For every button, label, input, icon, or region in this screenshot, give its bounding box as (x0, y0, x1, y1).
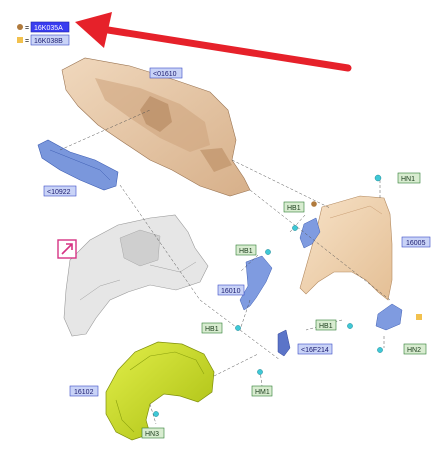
magenta-link-icon[interactable] (57, 239, 77, 259)
callout-c8[interactable]: HB1 (201, 322, 223, 334)
callout-c5[interactable]: HB1 (235, 244, 257, 256)
callout-c4[interactable]: HB1 (283, 201, 305, 213)
callout-c3[interactable]: HN1 (397, 172, 421, 184)
svg-text:<16F214: <16F214 (301, 347, 329, 354)
svg-text:HN1: HN1 (401, 176, 415, 183)
legend-code-2: 16K038B (34, 38, 63, 45)
svg-text:16102: 16102 (74, 389, 94, 396)
svg-text:HM1: HM1 (255, 389, 270, 396)
wheel-liner-part[interactable] (105, 341, 215, 441)
svg-text:HB1: HB1 (319, 323, 333, 330)
nut-icon (311, 201, 317, 207)
red-arrow-icon (75, 12, 352, 72)
callout-c13[interactable]: HM1 (251, 385, 273, 397)
svg-text:16005: 16005 (406, 240, 426, 247)
svg-text:16010: 16010 (221, 288, 241, 295)
fender-bracket-lower-right[interactable] (375, 303, 403, 331)
square-marker-icon (17, 37, 23, 43)
svg-text:HN3: HN3 (145, 431, 159, 438)
callout-c12[interactable]: 16102 (69, 385, 99, 397)
fender-bracket-middle[interactable] (239, 255, 273, 311)
shield-small-bracket[interactable] (277, 329, 291, 357)
callout-c1[interactable]: <01610 (149, 67, 183, 79)
clip-icon (153, 174, 383, 417)
callout-c9[interactable]: HB1 (315, 319, 337, 331)
svg-text:=: = (25, 38, 29, 45)
callout-c6[interactable]: 16005 (401, 236, 431, 248)
svg-text:<01610: <01610 (153, 71, 177, 78)
svg-text:=: = (25, 25, 29, 32)
legend-code-1: 16K035A (34, 25, 63, 32)
legend-code-2-box[interactable] (30, 34, 70, 46)
svg-text:HB1: HB1 (239, 248, 253, 255)
callout-c2[interactable]: <10922 (43, 185, 77, 197)
svg-text:HB1: HB1 (287, 205, 301, 212)
callout-c10[interactable]: <16F214 (297, 343, 333, 355)
legend: = 16K035A = 16K038B (17, 21, 70, 46)
svg-text:HN2: HN2 (407, 347, 421, 354)
legend-code-1-box[interactable] (30, 21, 70, 33)
nut-icon (17, 24, 23, 30)
svg-text:HB1: HB1 (205, 326, 219, 333)
cross-member-bracket[interactable] (37, 139, 119, 191)
fender-bracket-upper[interactable] (299, 217, 321, 249)
svg-text:<10922: <10922 (47, 189, 71, 196)
bolt-icon (416, 314, 422, 320)
body-structure-part[interactable] (63, 214, 209, 337)
fender-part[interactable] (299, 195, 393, 301)
callout-c11[interactable]: HN2 (403, 343, 427, 355)
callout-c7[interactable]: 16010 (217, 284, 245, 296)
callout-c14[interactable]: HN3 (141, 427, 165, 439)
